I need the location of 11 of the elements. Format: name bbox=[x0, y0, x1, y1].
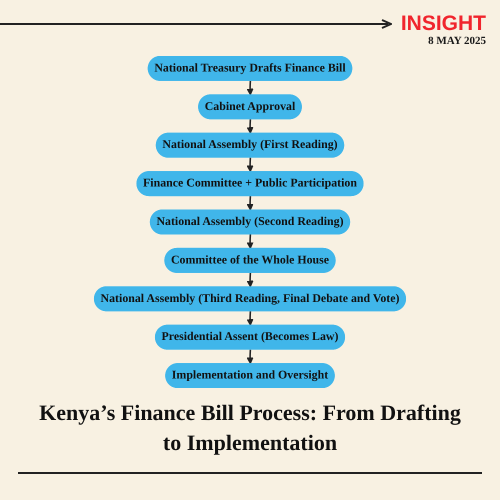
arrow bbox=[246, 119, 254, 134]
arrow bbox=[246, 311, 254, 326]
arrow bbox=[246, 272, 254, 288]
section-label: INSIGHT bbox=[400, 12, 486, 35]
date-label: 8 MAY 2025 bbox=[427, 35, 486, 48]
arrow bbox=[246, 158, 254, 172]
arrow bbox=[246, 196, 254, 211]
diagram-title: Kenya’s Finance Bill Process: From Drafting to Implementation bbox=[38, 399, 462, 457]
arrow bbox=[246, 234, 254, 250]
arrow bbox=[246, 80, 254, 96]
arrow bbox=[246, 350, 254, 364]
